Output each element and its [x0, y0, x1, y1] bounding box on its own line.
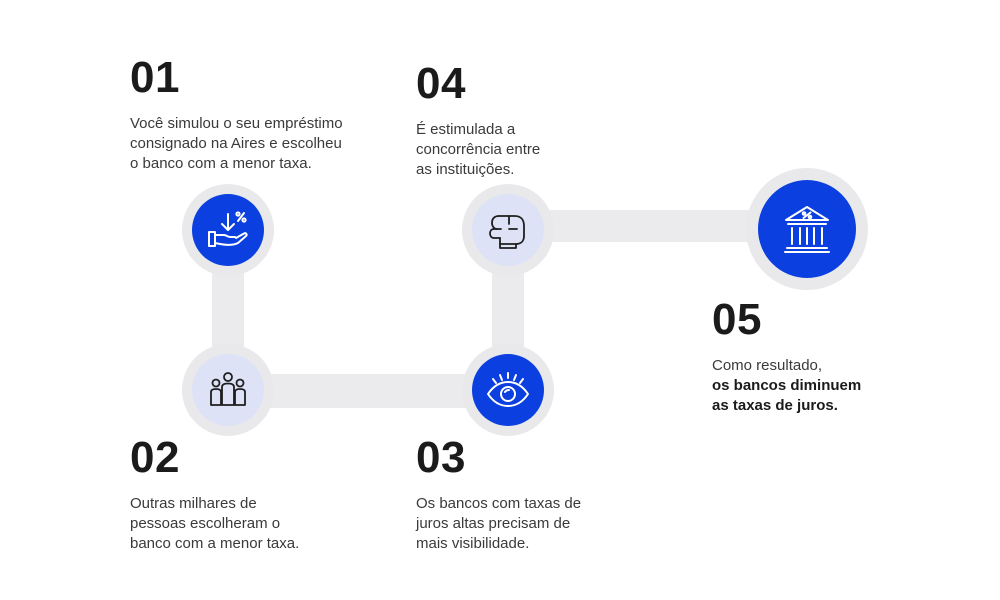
description-line: banco com a menor taxa. — [130, 535, 300, 552]
step-description: Os bancos com taxas de juros altas preci… — [416, 494, 656, 554]
description-line: Os bancos com taxas de — [416, 495, 582, 512]
description-line: juros altas precisam de — [416, 515, 571, 532]
description-line: Outras milhares de — [130, 495, 257, 512]
step-02-node — [182, 344, 274, 436]
description-line: mais visibilidade. — [416, 535, 530, 552]
step-number: 04 — [416, 59, 466, 108]
description-emphasis-line: os bancos diminuem — [712, 377, 862, 394]
step-02: 02 Outras milhares de pessoas escolheram… — [130, 436, 370, 554]
step-number: 01 — [130, 53, 180, 102]
description-line: pessoas escolheram o — [130, 515, 281, 532]
step-number: 02 — [130, 433, 180, 482]
bank-percent-icon — [758, 180, 856, 278]
description-line: Como resultado, — [712, 357, 823, 374]
description-line: concorrência entre — [416, 141, 541, 158]
description-line: consignado na Aires e escolheu — [130, 135, 342, 152]
step-05-node — [746, 168, 868, 290]
description-line: É estimulada a — [416, 121, 516, 138]
step-description: Outras milhares de pessoas escolheram o … — [130, 494, 370, 554]
description-line: Você simulou o seu empréstimo — [130, 115, 343, 132]
step-05: 05 Como resultado, os bancos diminuem as… — [712, 298, 952, 416]
step-01-node — [182, 184, 274, 276]
people-group-icon — [192, 354, 264, 426]
eye-icon — [472, 354, 544, 426]
step-04-node — [462, 184, 554, 276]
step-number: 05 — [712, 295, 762, 344]
step-03-node — [462, 344, 554, 436]
hand-percent-down-icon — [192, 194, 264, 266]
connector-02-03 — [228, 374, 508, 408]
step-04: 04 É estimulada a concorrência entre as … — [416, 62, 656, 180]
step-description: Você simulou o seu empréstimo consignado… — [130, 114, 370, 174]
step-03: 03 Os bancos com taxas de juros altas pr… — [416, 436, 656, 554]
step-number: 03 — [416, 433, 466, 482]
step-description: É estimulada a concorrência entre as ins… — [416, 120, 656, 180]
description-line: as instituições. — [416, 161, 515, 178]
boxing-glove-icon — [472, 194, 544, 266]
description-emphasis-line: as taxas de juros. — [712, 397, 838, 414]
step-description: Como resultado, os bancos diminuem as ta… — [712, 356, 952, 416]
step-01: 01 Você simulou o seu empréstimo consign… — [130, 56, 370, 174]
description-line: o banco com a menor taxa. — [130, 155, 312, 172]
